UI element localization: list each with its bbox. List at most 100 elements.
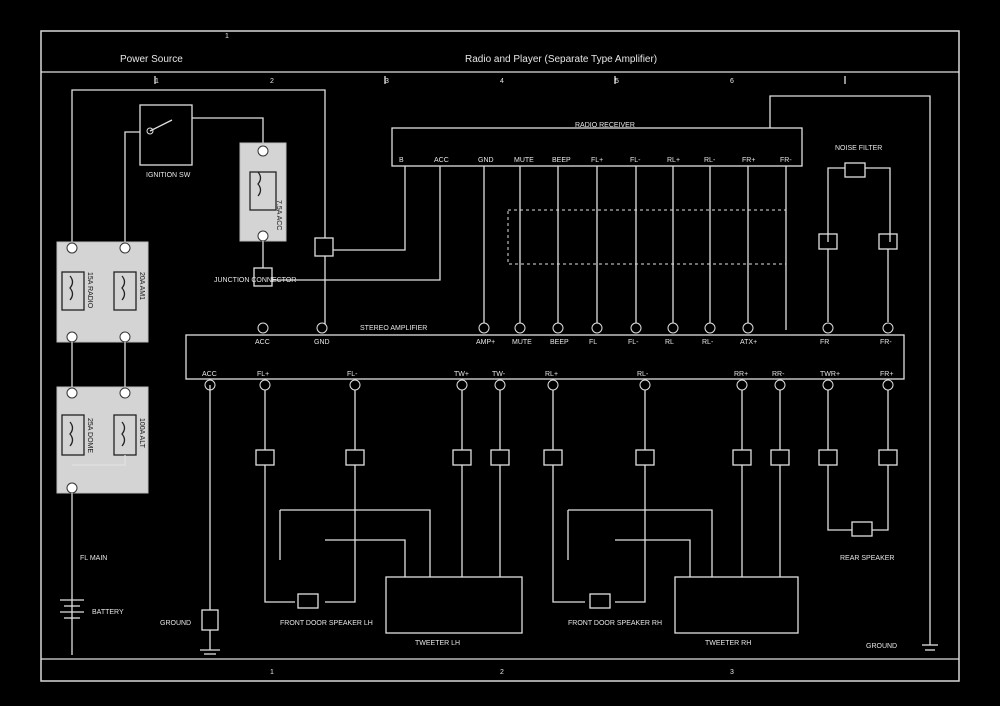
amp-top-pin bbox=[552, 322, 564, 334]
amp-bottom-pin-label: RL- bbox=[637, 371, 649, 378]
amp-bottom-pin-label: ACC bbox=[202, 371, 217, 378]
column-3: 3 bbox=[385, 78, 389, 85]
stereo-amplifier-box bbox=[185, 334, 905, 380]
fl-main-label: FL MAIN bbox=[80, 555, 107, 562]
speaker-connector bbox=[878, 449, 898, 466]
rear-speaker-label: REAR SPEAKER bbox=[840, 555, 894, 562]
amp-bottom-pin bbox=[456, 379, 468, 391]
noise-filter-label: NOISE FILTER bbox=[835, 145, 882, 152]
receiver-pin-label: FR+ bbox=[742, 157, 755, 164]
noise-filter-connector bbox=[314, 237, 334, 257]
amp-top-pin-label: FR- bbox=[880, 339, 892, 346]
alt-fuse-label: 100A ALT bbox=[138, 418, 145, 449]
amp-bottom-pin-label: RL+ bbox=[545, 371, 558, 378]
dome-fuse bbox=[61, 414, 85, 456]
speaker-connector bbox=[452, 449, 472, 466]
ignition-switch-label: IGNITION SW bbox=[146, 172, 191, 179]
amp-bottom-pin bbox=[736, 379, 748, 391]
radio-section-title: Radio and Player (Separate Type Amplifie… bbox=[465, 54, 657, 65]
amp-bottom-pin bbox=[547, 379, 559, 391]
receiver-pin-label: FR- bbox=[780, 157, 792, 164]
fuse-icon bbox=[121, 275, 126, 301]
amp-bottom-pin-label: RR+ bbox=[734, 371, 748, 378]
amp-bottom-pin-label: TWR+ bbox=[820, 371, 840, 378]
bottom-column-2: 2 bbox=[500, 669, 504, 676]
battery-label: BATTERY bbox=[92, 609, 124, 616]
speaker-connector bbox=[345, 449, 365, 466]
receiver-pin-label: FL- bbox=[630, 157, 641, 164]
amp-bottom-pin bbox=[822, 379, 834, 391]
amp-bottom-pin bbox=[259, 379, 271, 391]
amp-top-pin-label: FL- bbox=[628, 339, 639, 346]
ground-left-connector bbox=[201, 609, 219, 631]
top-number: 1 bbox=[225, 33, 229, 40]
junction-label: JUNCTION CONNECTOR bbox=[214, 277, 296, 284]
junction-connector bbox=[253, 267, 273, 287]
speaker-front-lh-icon bbox=[297, 593, 319, 609]
amp-bottom-pin-label: TW- bbox=[492, 371, 506, 378]
radio-receiver-box bbox=[391, 127, 803, 167]
bottom-column-1: 1 bbox=[270, 669, 274, 676]
amp-top-pin-label: ACC bbox=[255, 339, 270, 346]
amp-top-pin bbox=[591, 322, 603, 334]
receiver-pin-label: GND bbox=[478, 157, 494, 164]
amp-top-pin bbox=[667, 322, 679, 334]
amp-top-pin bbox=[822, 322, 834, 334]
wire-ig-acc bbox=[192, 117, 264, 145]
speaker-connector bbox=[255, 449, 275, 466]
am1-fuse bbox=[113, 271, 137, 311]
speaker-connector bbox=[770, 449, 790, 466]
amp-bottom-pin-label: FL- bbox=[347, 371, 358, 378]
wire-receiver-ground bbox=[769, 95, 931, 645]
amp-top-pin bbox=[316, 322, 328, 334]
amp-top-pin-label: GND bbox=[314, 339, 330, 346]
amp-top-pin bbox=[882, 322, 894, 334]
receiver-pin-label: RL- bbox=[704, 157, 716, 164]
amp-bottom-pin bbox=[639, 379, 651, 391]
ground-left-label: GROUND bbox=[160, 620, 191, 627]
fuse-icon bbox=[257, 171, 262, 197]
receiver-pin-label: BEEP bbox=[552, 157, 571, 164]
speaker-connector bbox=[635, 449, 655, 466]
amp-top-pin-label: ATX+ bbox=[740, 339, 757, 346]
amp-top-pin bbox=[742, 322, 754, 334]
amp-top-pin-label: AMP+ bbox=[476, 339, 495, 346]
tweeter-lh-label: TWEETER LH bbox=[415, 640, 460, 647]
rear-speaker-icon bbox=[851, 521, 873, 537]
acc-fuse-label: 7.5A ACC bbox=[275, 200, 282, 230]
fuse-block-upper bbox=[56, 241, 149, 343]
fuse-block-lower bbox=[56, 386, 149, 494]
amp-top-pin-label: FL bbox=[589, 339, 597, 346]
receiver-pin-label: MUTE bbox=[514, 157, 534, 164]
tweeter-rh-box bbox=[674, 576, 799, 634]
front-speaker-rh-label: FRONT DOOR SPEAKER RH bbox=[568, 620, 662, 627]
column-1: 1 bbox=[155, 78, 159, 85]
am1-fuse-label: 20A AM1 bbox=[138, 272, 145, 300]
noise-filter-icon bbox=[844, 162, 866, 178]
diagram-frame bbox=[40, 30, 960, 682]
speaker-connector bbox=[490, 449, 510, 466]
column-5: 5 bbox=[615, 78, 619, 85]
column-6: 6 bbox=[730, 78, 734, 85]
amp-bottom-pin-label: FR+ bbox=[880, 371, 893, 378]
acc-fuse bbox=[249, 171, 277, 211]
radio-fuse-label: 15A RADIO bbox=[86, 272, 93, 309]
receiver-pin-label: ACC bbox=[434, 157, 449, 164]
column-4: 4 bbox=[500, 78, 504, 85]
receiver-pin-label: FL+ bbox=[591, 157, 603, 164]
stereo-amp-label: STEREO AMPLIFIER bbox=[360, 325, 427, 332]
amp-top-pin bbox=[704, 322, 716, 334]
amp-bottom-pin-label: FL+ bbox=[257, 371, 269, 378]
tweeter-rh-label: TWEETER RH bbox=[705, 640, 751, 647]
amp-top-pin-label: MUTE bbox=[512, 339, 532, 346]
fuse-icon bbox=[69, 421, 74, 447]
receiver-pin-label: B bbox=[399, 157, 404, 164]
wire-am1 bbox=[124, 131, 140, 242]
shielded-cable-box bbox=[507, 209, 787, 265]
speaker-connector bbox=[818, 449, 838, 466]
column-2: 2 bbox=[270, 78, 274, 85]
speaker-connector bbox=[732, 449, 752, 466]
